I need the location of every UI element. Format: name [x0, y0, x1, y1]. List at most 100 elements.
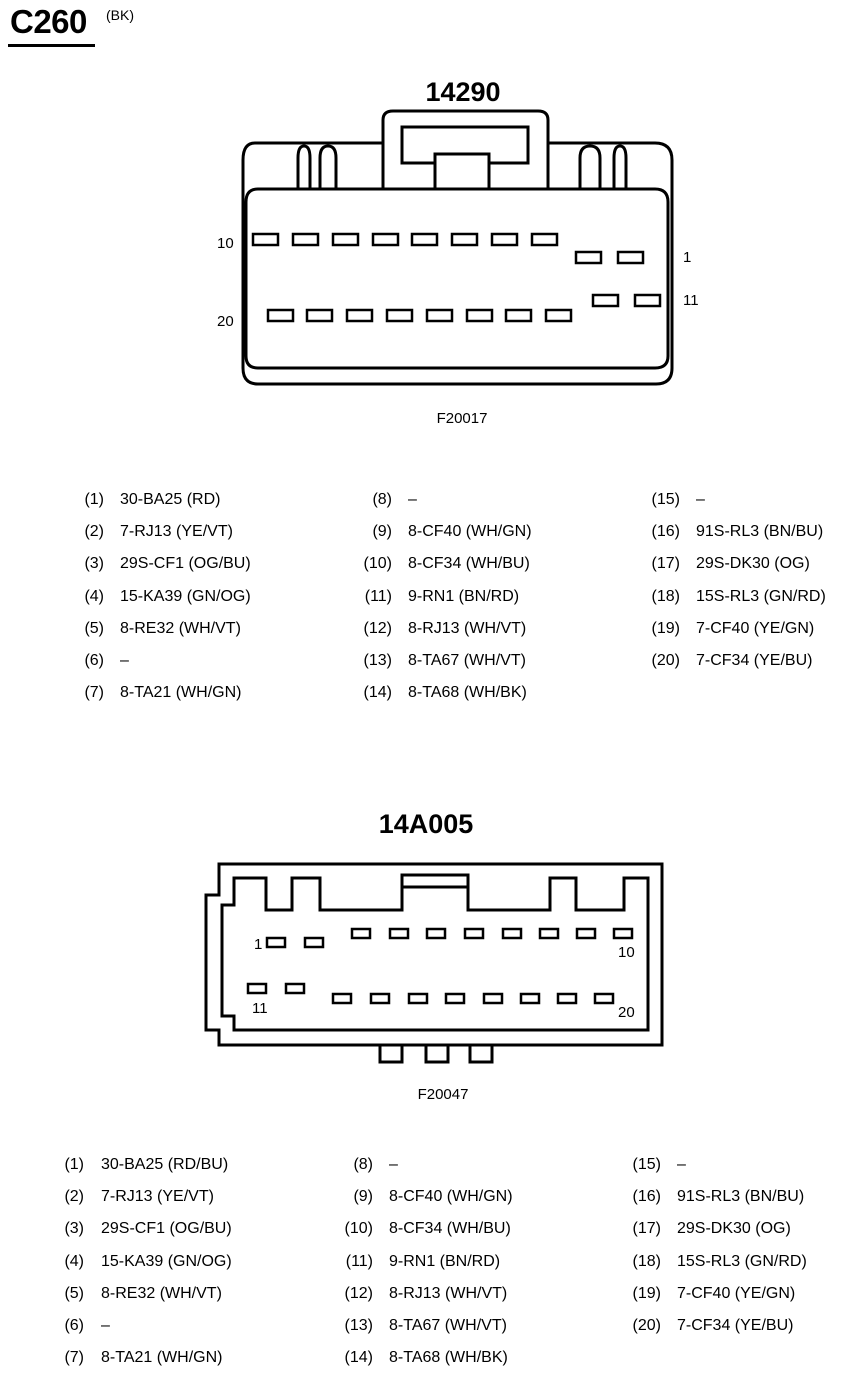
pin-number: (10)	[344, 1220, 373, 1238]
pin-circuit: 15S-RL3 (GN/RD)	[677, 1252, 807, 1270]
connector-2-figure-code: F20047	[417, 1086, 469, 1103]
connector-2-housing	[204, 862, 664, 1047]
connector-1-label-10: 10	[217, 235, 234, 252]
terminal-2	[303, 936, 325, 949]
terminal-20	[593, 992, 615, 1005]
pin-circuit: 8-TA68 (WH/BK)	[408, 684, 527, 702]
connector-2-bottom-tab-right	[468, 1043, 494, 1064]
terminal-10	[251, 232, 280, 247]
pin-circuit: 8-CF34 (WH/BU)	[389, 1220, 511, 1238]
pin-circuit: 15-KA39 (GN/OG)	[101, 1252, 232, 1270]
pin-number: (6)	[84, 652, 104, 669]
connector-1-label-20: 20	[217, 313, 234, 330]
terminal-16	[444, 992, 466, 1005]
pin-number: (5)	[64, 1284, 84, 1302]
pin-circuit: 9-RN1 (BN/RD)	[408, 587, 520, 605]
terminal-13	[544, 308, 573, 323]
terminal-9	[575, 927, 597, 940]
connector-2-label-10: 10	[618, 944, 635, 961]
pin-circuit: –	[120, 652, 129, 669]
pin-number: (9)	[372, 523, 392, 541]
terminal-17	[482, 992, 504, 1005]
pin-circuit: –	[389, 1156, 398, 1173]
pin-number: (10)	[363, 555, 392, 573]
pin-circuit: 91S-RL3 (BN/BU)	[677, 1188, 805, 1206]
pin-number: (5)	[84, 619, 104, 637]
terminal-6	[463, 927, 485, 940]
connector-1-figure-code: F20017	[436, 410, 488, 427]
pin-circuit: 30-BA25 (RD/BU)	[101, 1156, 229, 1173]
pin-circuit: 8-TA67 (WH/VT)	[389, 1317, 507, 1334]
terminal-3	[350, 927, 372, 940]
terminal-10	[612, 927, 634, 940]
pin-number: (19)	[632, 1284, 661, 1302]
terminal-5	[425, 927, 447, 940]
connector-1-part-number: 14290	[425, 77, 501, 107]
terminal-17	[385, 308, 414, 323]
pin-circuit: 8-RJ13 (WH/VT)	[389, 1284, 508, 1302]
pin-circuit: 8-TA21 (WH/GN)	[120, 684, 242, 702]
pin-circuit: 15S-RL3 (GN/RD)	[696, 587, 826, 605]
pin-number: (14)	[344, 1349, 373, 1367]
pin-number: (17)	[651, 555, 680, 573]
connector-2-bottom-tab-center	[424, 1043, 450, 1064]
pin-circuit: 15-KA39 (GN/OG)	[120, 587, 251, 605]
pin-number: (8)	[353, 1156, 373, 1173]
pin-circuit: 29S-DK30 (OG)	[696, 555, 810, 573]
terminal-13	[331, 992, 353, 1005]
pin-number: (14)	[363, 684, 392, 702]
pin-number: (3)	[64, 1220, 84, 1238]
connector-2-inner-outline	[220, 873, 650, 1032]
pin-number: (2)	[84, 523, 104, 541]
terminal-1	[616, 250, 645, 265]
connector-2-label-11: 11	[252, 1000, 268, 1017]
pin-circuit: 8-TA68 (WH/BK)	[389, 1349, 508, 1367]
terminal-3	[530, 232, 559, 247]
pin-number: (15)	[632, 1156, 661, 1173]
connector-2-diagram	[204, 862, 664, 1064]
pin-number: (20)	[651, 652, 680, 669]
pin-circuit: 8-RE32 (WH/VT)	[120, 619, 241, 637]
pin-circuit: 8-CF40 (WH/GN)	[389, 1188, 513, 1206]
terminal-5	[450, 232, 479, 247]
pin-circuit: 8-CF40 (WH/GN)	[408, 523, 532, 541]
terminal-12	[591, 293, 620, 308]
terminal-11	[633, 293, 662, 308]
connector-2-part-number: 14A005	[378, 809, 474, 839]
connector-1-top-tab	[381, 109, 550, 190]
terminal-8	[331, 232, 360, 247]
terminal-2	[574, 250, 603, 265]
pin-circuit: 7-CF34 (YE/BU)	[677, 1317, 794, 1334]
pin-circuit: –	[677, 1156, 686, 1173]
pin-circuit: 7-CF40 (YE/GN)	[696, 619, 815, 637]
connector-1-label-1: 1	[683, 249, 692, 266]
pin-number: (1)	[84, 491, 104, 508]
title-color-code: (BK)	[106, 7, 134, 23]
connector-1-tab-key	[433, 152, 491, 192]
connector-1-latch-right-b	[612, 144, 628, 190]
terminal-20	[266, 308, 295, 323]
pin-number: (12)	[363, 619, 392, 637]
pin-circuit: –	[408, 491, 417, 508]
pin-number: (15)	[651, 491, 680, 508]
pin-circuit: 8-CF34 (WH/BU)	[408, 555, 530, 573]
terminal-15	[465, 308, 494, 323]
pin-number: (18)	[632, 1252, 661, 1270]
pin-circuit: 30-BA25 (RD)	[120, 491, 221, 508]
pin-number: (20)	[632, 1317, 661, 1334]
pin-number: (18)	[651, 587, 680, 605]
connector-1-label-11: 11	[683, 292, 699, 309]
pin-circuit: 8-TA21 (WH/GN)	[101, 1349, 223, 1367]
pin-number: (4)	[64, 1252, 84, 1270]
pin-circuit: 7-RJ13 (YE/VT)	[101, 1188, 214, 1206]
pin-circuit: 8-RE32 (WH/VT)	[101, 1284, 222, 1302]
terminal-9	[291, 232, 320, 247]
connector-1-latch-right-a	[578, 144, 602, 190]
terminal-4	[388, 927, 410, 940]
pin-number: (2)	[64, 1188, 84, 1206]
pin-number: (17)	[632, 1220, 661, 1238]
pin-circuit: 8-RJ13 (WH/VT)	[408, 619, 527, 637]
terminal-11	[246, 982, 268, 995]
terminal-19	[556, 992, 578, 1005]
